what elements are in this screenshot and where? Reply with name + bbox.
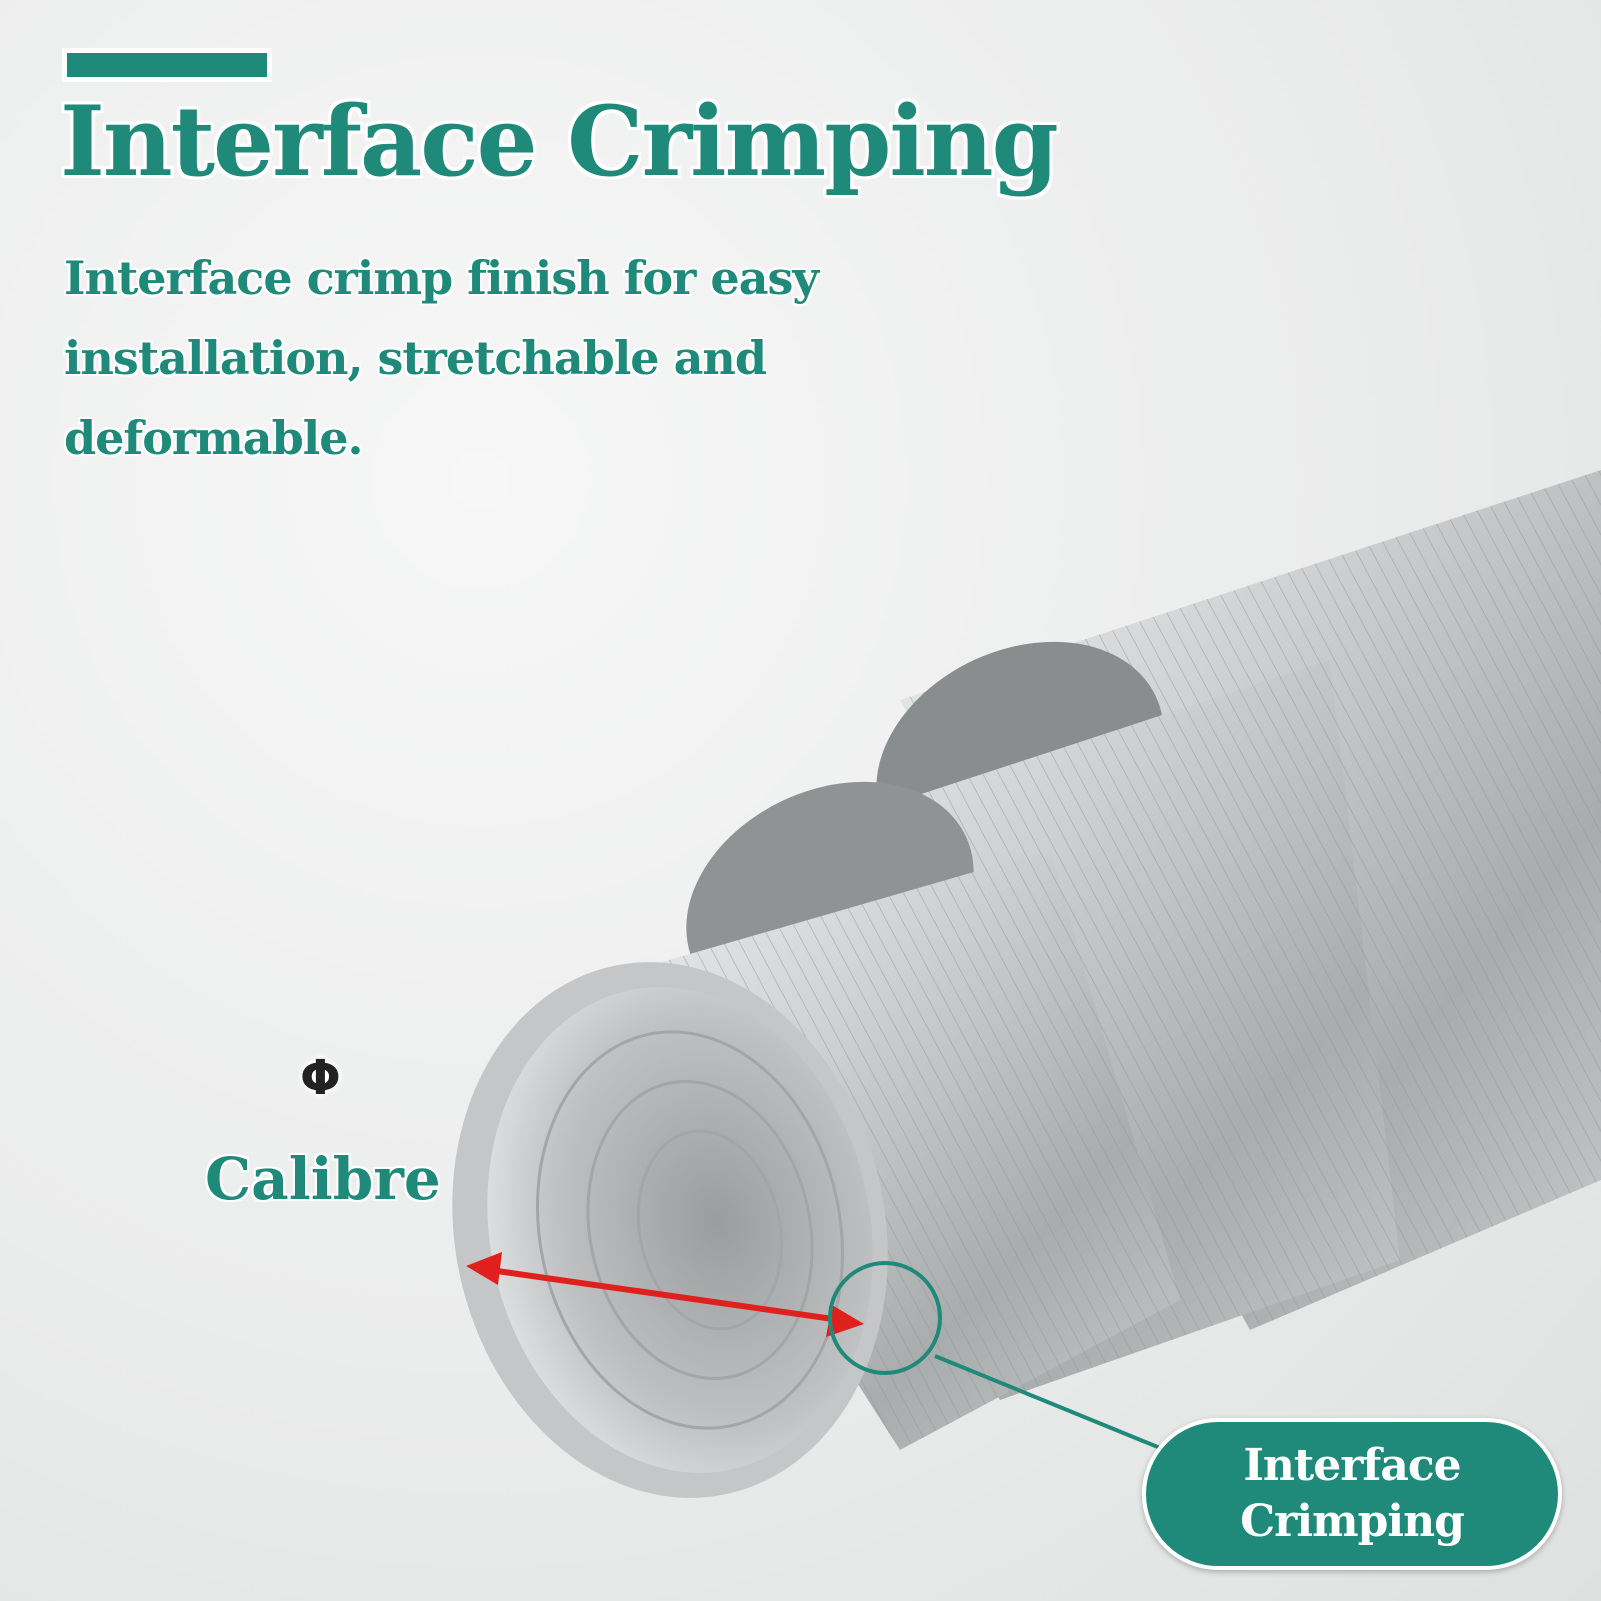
diameter-symbol: Φ — [300, 1050, 341, 1106]
crimp-callout — [828, 1261, 1166, 1452]
badge-line-2: Crimping — [1240, 1496, 1465, 1547]
calibre-arrow — [466, 1252, 864, 1337]
page-title: Interface Crimping — [60, 85, 1059, 198]
page-subtitle: Interface crimp finish for easy installa… — [64, 251, 819, 465]
badge-line-1: Interface — [1243, 1440, 1461, 1491]
duct-segment-front — [452, 850, 1180, 1498]
accent-bar — [62, 48, 272, 82]
interface-crimping-badge: Interface Crimping — [1142, 1418, 1562, 1570]
calibre-label: Calibre — [205, 1145, 441, 1213]
